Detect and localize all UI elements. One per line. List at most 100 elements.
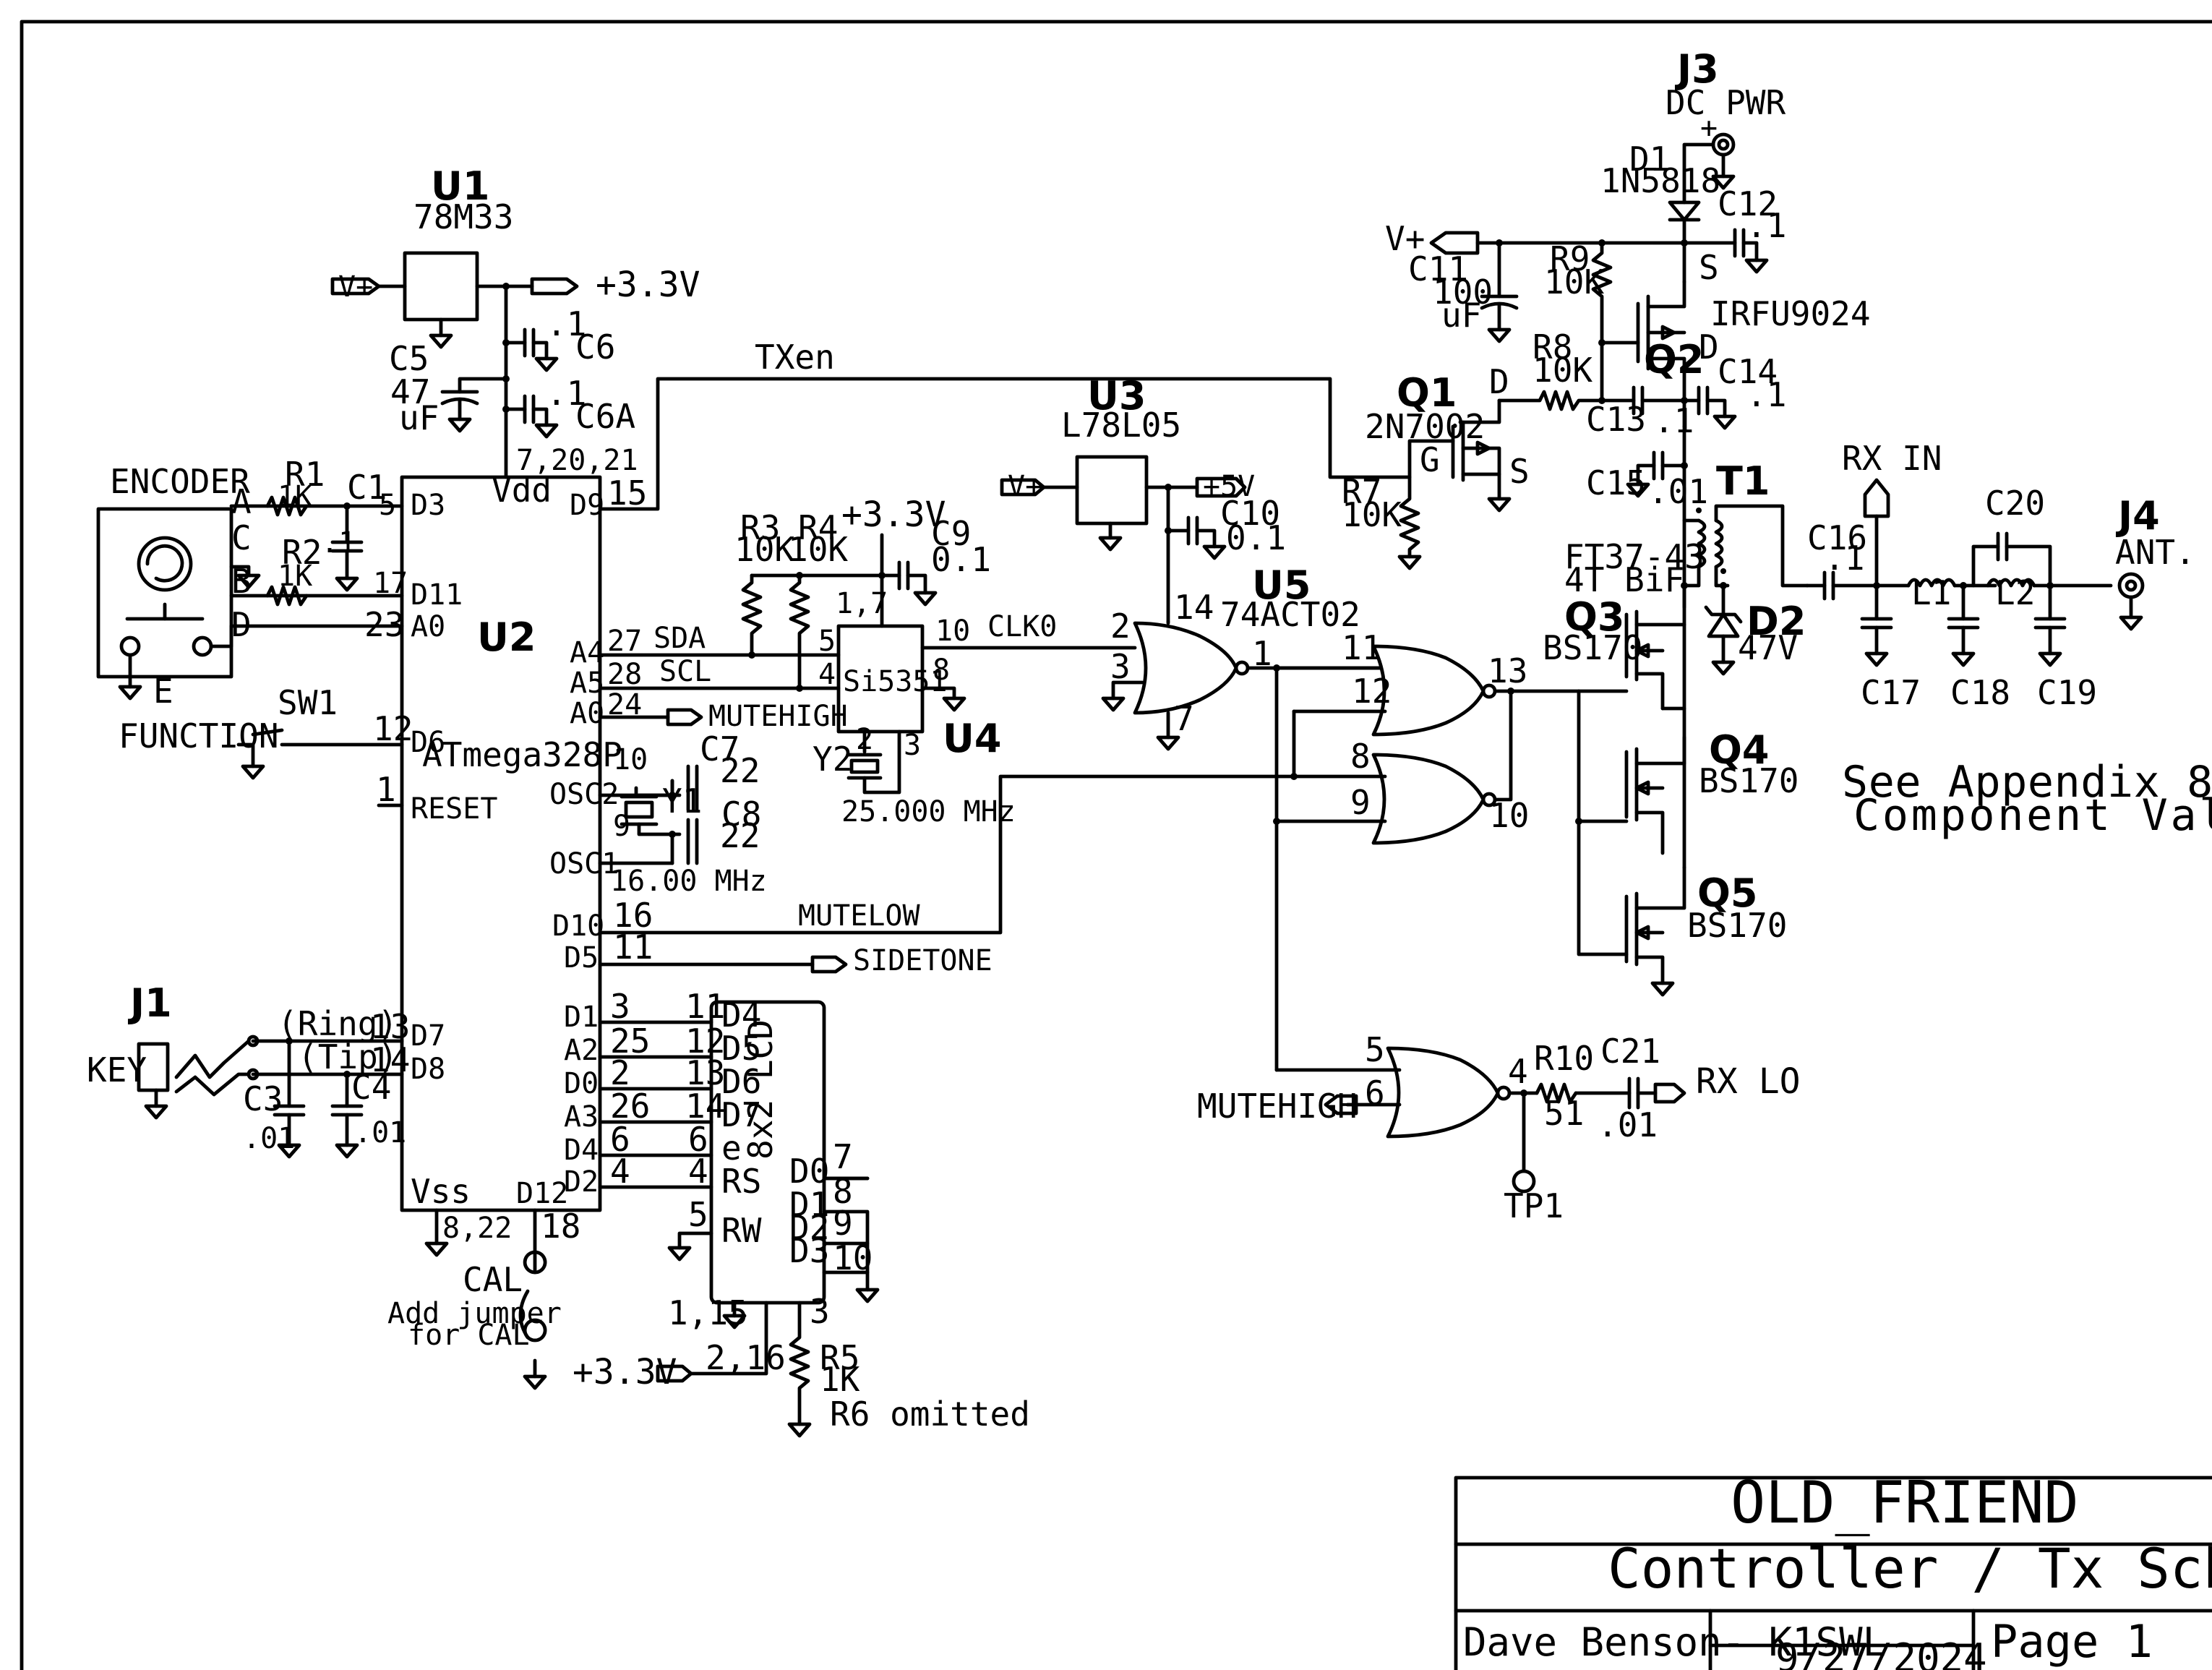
label-r10: R10	[1534, 1039, 1594, 1078]
label-c3: C3	[243, 1079, 283, 1118]
label-c7-val: 22	[720, 751, 760, 790]
label-vplus-pwr: V+	[1385, 219, 1425, 258]
pin-lcd-d7: D7	[721, 1095, 761, 1134]
pin-lcd-rs: RS	[721, 1162, 761, 1201]
pin-u5-5: 5	[1365, 1030, 1385, 1069]
label-enc-c: C	[231, 518, 252, 557]
pinnum-28: 28	[607, 658, 642, 691]
label-c13-val: .1	[1654, 401, 1694, 440]
label-r3: R3	[740, 508, 780, 547]
label-78m33: 78M33	[413, 197, 513, 236]
pinnum-2: 2	[610, 1053, 630, 1092]
label-3v3-lcd: +3.3V	[573, 1352, 677, 1392]
pinnum-14: 14	[370, 1040, 410, 1079]
label-3v3-si: +3.3V	[841, 494, 946, 535]
label-for-cal: for CAL	[408, 1319, 530, 1352]
pin-reset: RESET	[411, 792, 497, 826]
pin-u5-1: 1	[1252, 634, 1272, 673]
label-ft37: FT37-43	[1564, 537, 1705, 576]
appendix-note-line2: Component Values	[1853, 790, 2212, 841]
label-c14-val: .1	[1746, 375, 1786, 414]
pin-q2-d: D	[1699, 327, 1719, 367]
label-rx-in: RX IN	[1842, 439, 1942, 478]
net-sidetone: SIDETONE	[853, 944, 993, 977]
pin-u5-11: 11	[1342, 628, 1381, 667]
label-u4: U4	[943, 716, 1001, 761]
pinnum-5: 5	[379, 489, 396, 522]
label-74act02: 74ACT02	[1220, 595, 1360, 634]
pin-u5-8: 8	[1350, 737, 1371, 776]
pin-lcd-d3: D3	[789, 1231, 829, 1270]
label-y2-freq: 25.000 MHz	[841, 795, 1016, 828]
pin-q1-s: S	[1509, 452, 1530, 491]
pinnum-25: 25	[610, 1022, 650, 1061]
pin-lcd-d5: D5	[721, 1029, 761, 1068]
label-y2: Y2	[813, 740, 852, 779]
pinnum-lcd-6: 6	[688, 1120, 708, 1159]
label-l1: L1	[1911, 573, 1951, 612]
pin-u5-14: 14	[1174, 588, 1214, 627]
pin-q1-g: G	[1420, 440, 1440, 479]
pin-d3: D3	[411, 489, 445, 522]
pinnum-15: 15	[607, 474, 647, 513]
pinnum-23: 23	[364, 605, 404, 644]
net-txen: TXen	[755, 338, 835, 377]
pin-d4: D4	[564, 1134, 599, 1167]
label-c12: C12	[1718, 184, 1778, 223]
label-c11-val: 100	[1433, 273, 1493, 312]
pin-d11: D11	[411, 578, 463, 612]
label-c15-val: .01	[1648, 472, 1708, 511]
label-enc-e: E	[153, 672, 173, 711]
pinnum-24: 24	[607, 688, 642, 721]
pin-u5-7: 7	[1174, 699, 1194, 738]
pin-lcd-d0: D0	[789, 1152, 829, 1191]
pin-osc2: OSC2	[549, 778, 619, 811]
label-c13: C13	[1586, 400, 1646, 439]
label-r5: R5	[820, 1338, 859, 1377]
pin-osc1: OSC1	[549, 847, 619, 881]
label-c19: C19	[2037, 673, 2097, 712]
label-r8: R8	[1532, 327, 1572, 367]
label-add-jumper: Add jumper	[387, 1297, 562, 1330]
label-vplus-u3: V+	[1008, 470, 1042, 503]
pin-si-4: 4	[818, 658, 836, 691]
title-page: Page 1	[1991, 1615, 2153, 1668]
pinnum-822: 8,22	[442, 1212, 512, 1245]
label-cal: CAL	[463, 1260, 523, 1299]
pinnum-1: 1	[376, 770, 396, 809]
label-r3-val: 10K	[734, 530, 794, 569]
label-r2: R2	[282, 533, 322, 572]
pinnum-lcd-10: 10	[833, 1238, 873, 1277]
label-j3: J3	[1674, 46, 1719, 92]
pin-si-8: 8	[933, 654, 950, 687]
label-y1-freq: 16.00 MHz	[610, 865, 767, 898]
pinnum-13: 13	[370, 1007, 410, 1046]
appendix-note-line1: See Appendix 8 for	[1842, 757, 2212, 808]
label-j1: J1	[127, 980, 172, 1026]
pin-a4: A4	[570, 636, 604, 669]
pin-lcd-d6: D6	[721, 1062, 761, 1101]
pinnum-lcd-12: 12	[685, 1022, 725, 1061]
label-c7: C7	[700, 729, 740, 768]
label-c11-unit: uF	[1441, 296, 1481, 335]
label-vdd-pins: 7,20,21	[516, 444, 638, 477]
pinnum-lcd-5: 5	[688, 1195, 708, 1234]
net-clk0: CLK0	[987, 610, 1057, 643]
net-mutehigh-u2: MUTEHIGH	[708, 700, 848, 733]
label-q4-part: BS170	[1699, 761, 1799, 800]
label-r9: R9	[1550, 239, 1590, 278]
pin-si-5: 5	[818, 625, 836, 658]
pin-si-17: 1,7	[836, 587, 888, 620]
label-c6: C6	[575, 327, 615, 367]
label-u3: U3	[1087, 373, 1146, 419]
label-q4: Q4	[1709, 727, 1769, 773]
label-q3-part: BS170	[1543, 628, 1642, 667]
label-c10-val: 0.1	[1226, 518, 1286, 557]
pin-u5-2: 2	[1110, 607, 1131, 646]
label-1n5818: 1N5818	[1600, 161, 1720, 200]
label-sw1: SW1	[278, 683, 338, 722]
pinnum-9: 9	[613, 810, 630, 843]
pin-q2-s: S	[1699, 248, 1719, 287]
label-c8: C8	[721, 795, 761, 834]
